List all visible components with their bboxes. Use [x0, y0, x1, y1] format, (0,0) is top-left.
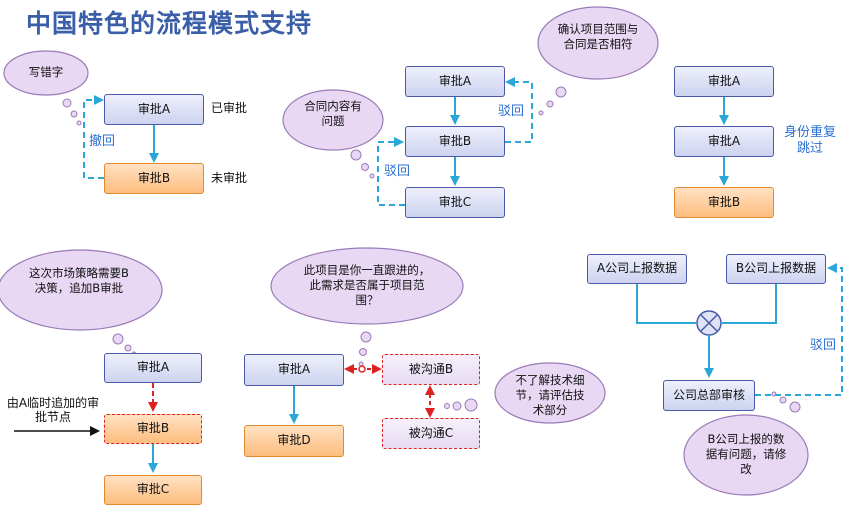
cloud-contract-issue: 合同内容有问题: [304, 99, 362, 128]
cloud-typo: 写错字: [28, 65, 64, 79]
node-p5-approval-d: 审批D: [244, 425, 344, 457]
label-withdraw: 撤回: [89, 134, 116, 149]
node-p2-approval-b: 审批B: [405, 126, 505, 157]
node-hq-review: 公司总部审核: [663, 380, 755, 411]
label-approved: 已审批: [211, 101, 248, 115]
node-p2-approval-c: 审批C: [405, 187, 505, 218]
label-reject-1: 驳回: [498, 104, 525, 119]
cloud-data-issue: B公司上报的数据有问题，请修改: [705, 432, 787, 476]
node-company-b-report: B公司上报数据: [726, 254, 826, 284]
node-p4-approval-b: 审批B: [104, 414, 202, 444]
cloud-shape: [494, 362, 606, 424]
node-p3-approval-a-repeat: 审批A: [674, 126, 774, 157]
label-temp-added-node: 由A临时追加的审批节点: [6, 396, 100, 425]
cloud-shape: [0, 249, 163, 331]
node-p1-approval-b: 审批B: [104, 163, 204, 194]
node-p3-approval-a: 审批A: [674, 66, 774, 97]
node-p5-consulted-b: 被沟通B: [382, 354, 480, 385]
node-p4-approval-a: 审批A: [104, 353, 202, 383]
node-p5-approval-a: 审批A: [244, 354, 344, 386]
label-pending: 未审批: [211, 171, 248, 185]
node-p3-approval-b: 审批B: [674, 187, 774, 218]
cloud-tech-review: 不了解技术细节，请评估技术部分: [515, 373, 585, 417]
cloud-market-strategy: 这次市场策略需要B决策，追加B审批: [29, 266, 129, 295]
cloud-shape: [683, 414, 809, 496]
cloud-project-scope-question: 此项目是你一直跟进的，此需求是否属于项目范围？: [303, 263, 431, 307]
cloud-shape: [282, 89, 384, 151]
node-p2-approval-a: 审批A: [405, 66, 505, 97]
node-p5-consulted-c: 被沟通C: [382, 418, 480, 449]
label-skip-duplicate: 身份重复跳过: [783, 125, 836, 157]
node-p4-approval-c: 审批C: [104, 475, 202, 505]
cloud-shape: [537, 6, 659, 80]
label-reject-2: 驳回: [384, 164, 411, 179]
cloud-shape: [270, 247, 464, 325]
cloud-confirm-scope: 确认项目范围与合同是否相符: [557, 22, 639, 51]
node-p1-approval-a: 审批A: [104, 94, 204, 125]
label-reject-3: 驳回: [810, 338, 837, 353]
cloud-shape: [3, 50, 89, 96]
node-company-a-report: A公司上报数据: [587, 254, 687, 284]
page-title: 中国特色的流程模式支持: [26, 9, 313, 38]
